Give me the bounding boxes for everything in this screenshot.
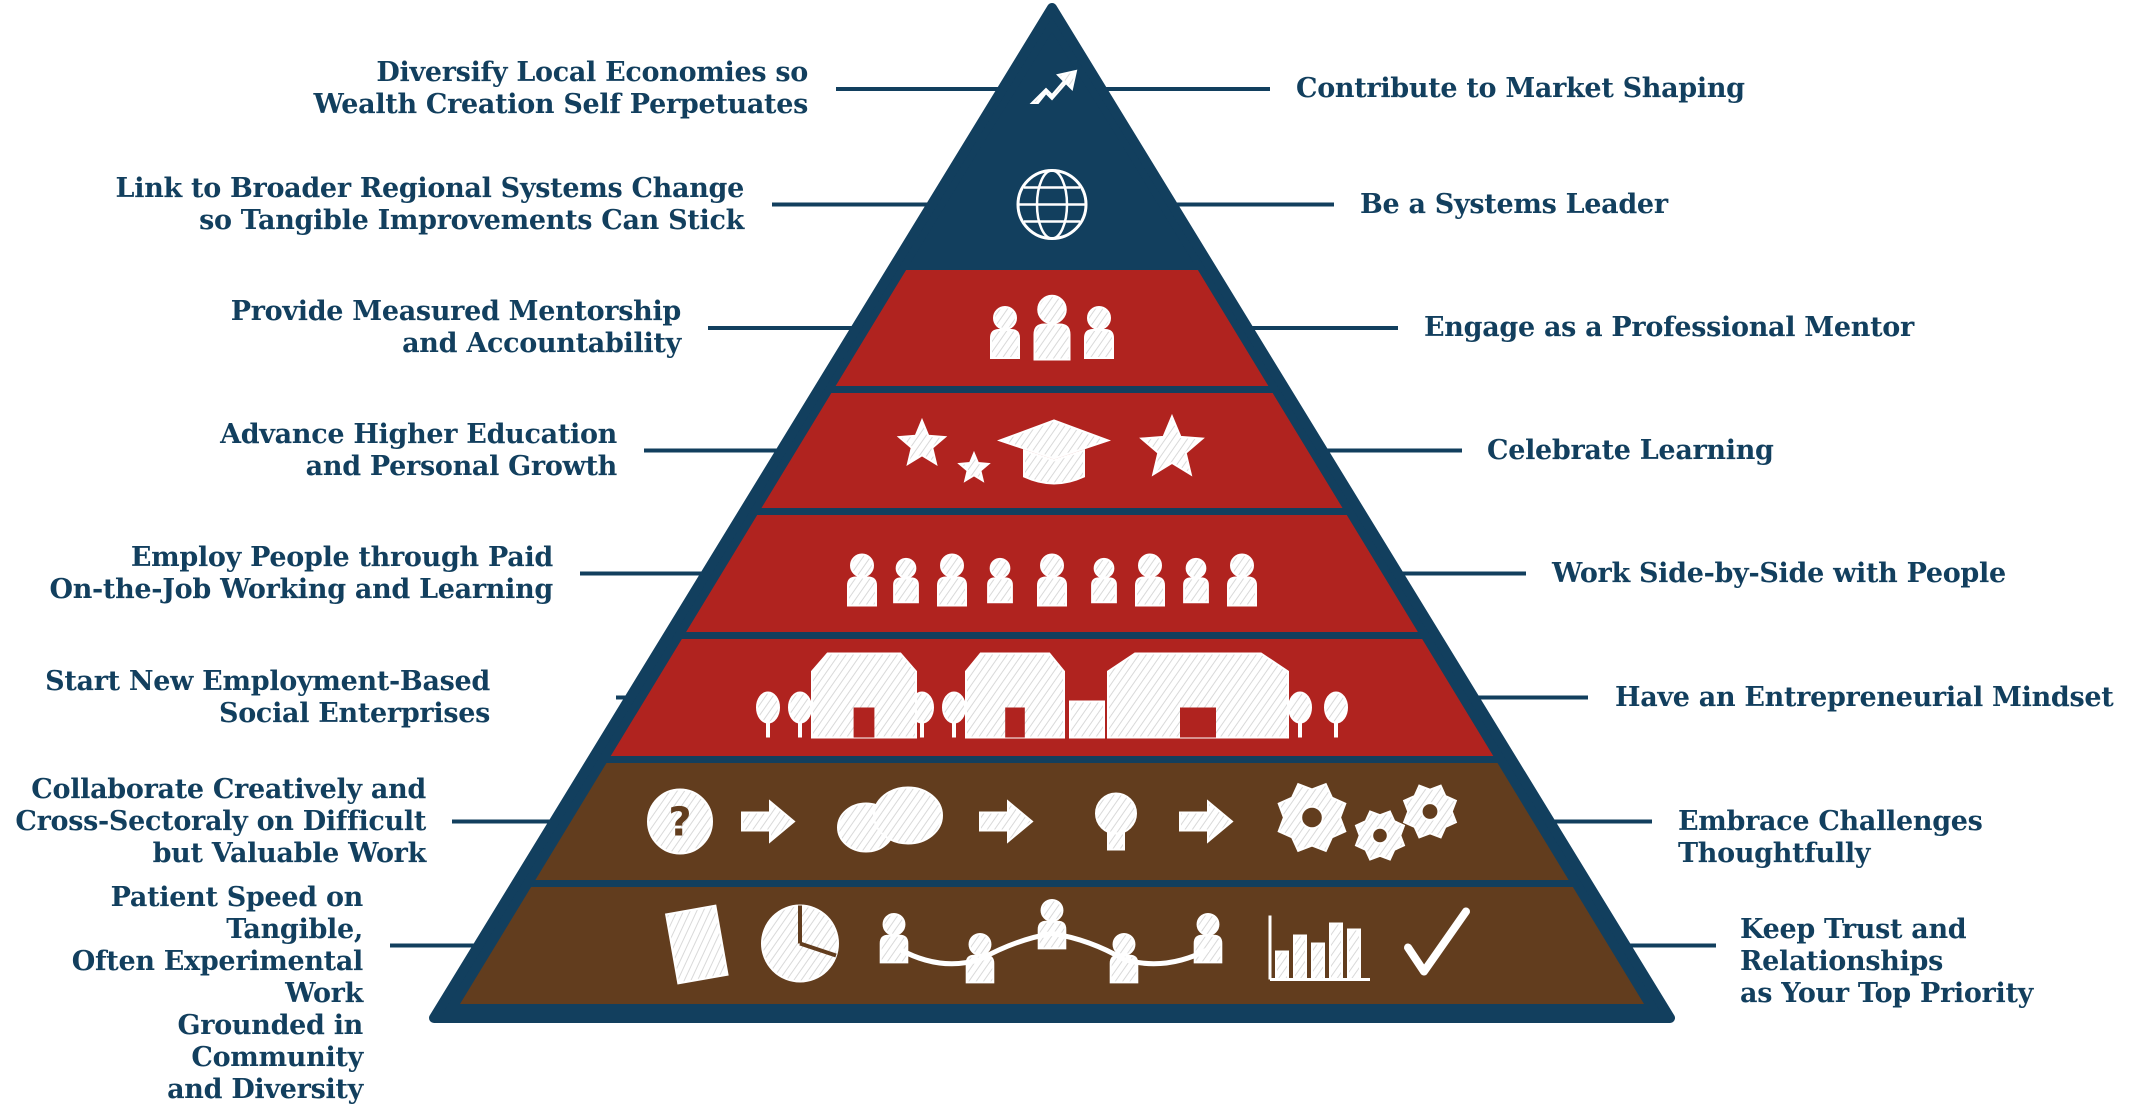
- tier-3-right-label: Engage as a Professional Mentor: [1424, 312, 1914, 343]
- tier-1-band: [985, 32, 1119, 140]
- tier-6: [610, 639, 1494, 756]
- buildings-trees-icon: [756, 652, 1348, 739]
- tier-2-right-label: Be a Systems Leader: [1360, 188, 1668, 220]
- tier-8-left-label: Patient Speed on Tangible, Often Experim…: [71, 881, 364, 1105]
- tier-5: [686, 515, 1418, 632]
- pyramid-diagram: ?: [390, 3, 1716, 1023]
- tier-8: [460, 887, 1644, 1004]
- tier-2: [910, 147, 1194, 262]
- tier-1-left-label: Diversify Local Economies so Wealth Crea…: [313, 57, 808, 120]
- graduation-cap-stars-icon: [896, 413, 1205, 485]
- tier-4-right-label: Celebrate Learning: [1487, 434, 1774, 466]
- tier-6-right-label: Have an Entrepreneurial Mindset: [1615, 681, 2114, 713]
- tier-4-left-label: Advance Higher Education and Personal Gr…: [220, 418, 617, 482]
- growth-arrow-icon: [1029, 69, 1078, 104]
- tier-7-left-label: Collaborate Creatively and Cross-Sectora…: [15, 773, 426, 869]
- tier-1-right-label: Contribute to Market Shaping: [1296, 73, 1745, 104]
- tier-1: [985, 32, 1119, 140]
- tier-5-left-label: Employ People through Paid On-the-Job Wo…: [49, 541, 553, 605]
- globe-icon: [1016, 169, 1088, 240]
- tier-7: ?: [535, 763, 1569, 880]
- mentor-group-icon: [990, 294, 1114, 361]
- tier-3-left-label: Provide Measured Mentorship and Accounta…: [230, 296, 682, 359]
- tier-4: [761, 393, 1343, 508]
- tier-6-left-label: Start New Employment-Based Social Enterp…: [45, 665, 490, 729]
- tier-7-right-label: Embrace Challenges Thoughtfully: [1678, 805, 1983, 869]
- community-progress-icon: [664, 898, 1470, 985]
- tier-3: [835, 270, 1269, 386]
- question-to-ideas-to-gears-icon: ?: [647, 782, 1458, 861]
- workers-group-icon: [847, 553, 1257, 607]
- svg-text:?: ?: [668, 800, 691, 846]
- tier-2-left-label: Link to Broader Regional Systems Change …: [115, 172, 745, 236]
- tier-8-right-label: Keep Trust and Relationships as Your Top…: [1740, 913, 2034, 1009]
- connector-lines: [390, 87, 1716, 948]
- tier-5-right-label: Work Side-by-Side with People: [1552, 557, 2006, 589]
